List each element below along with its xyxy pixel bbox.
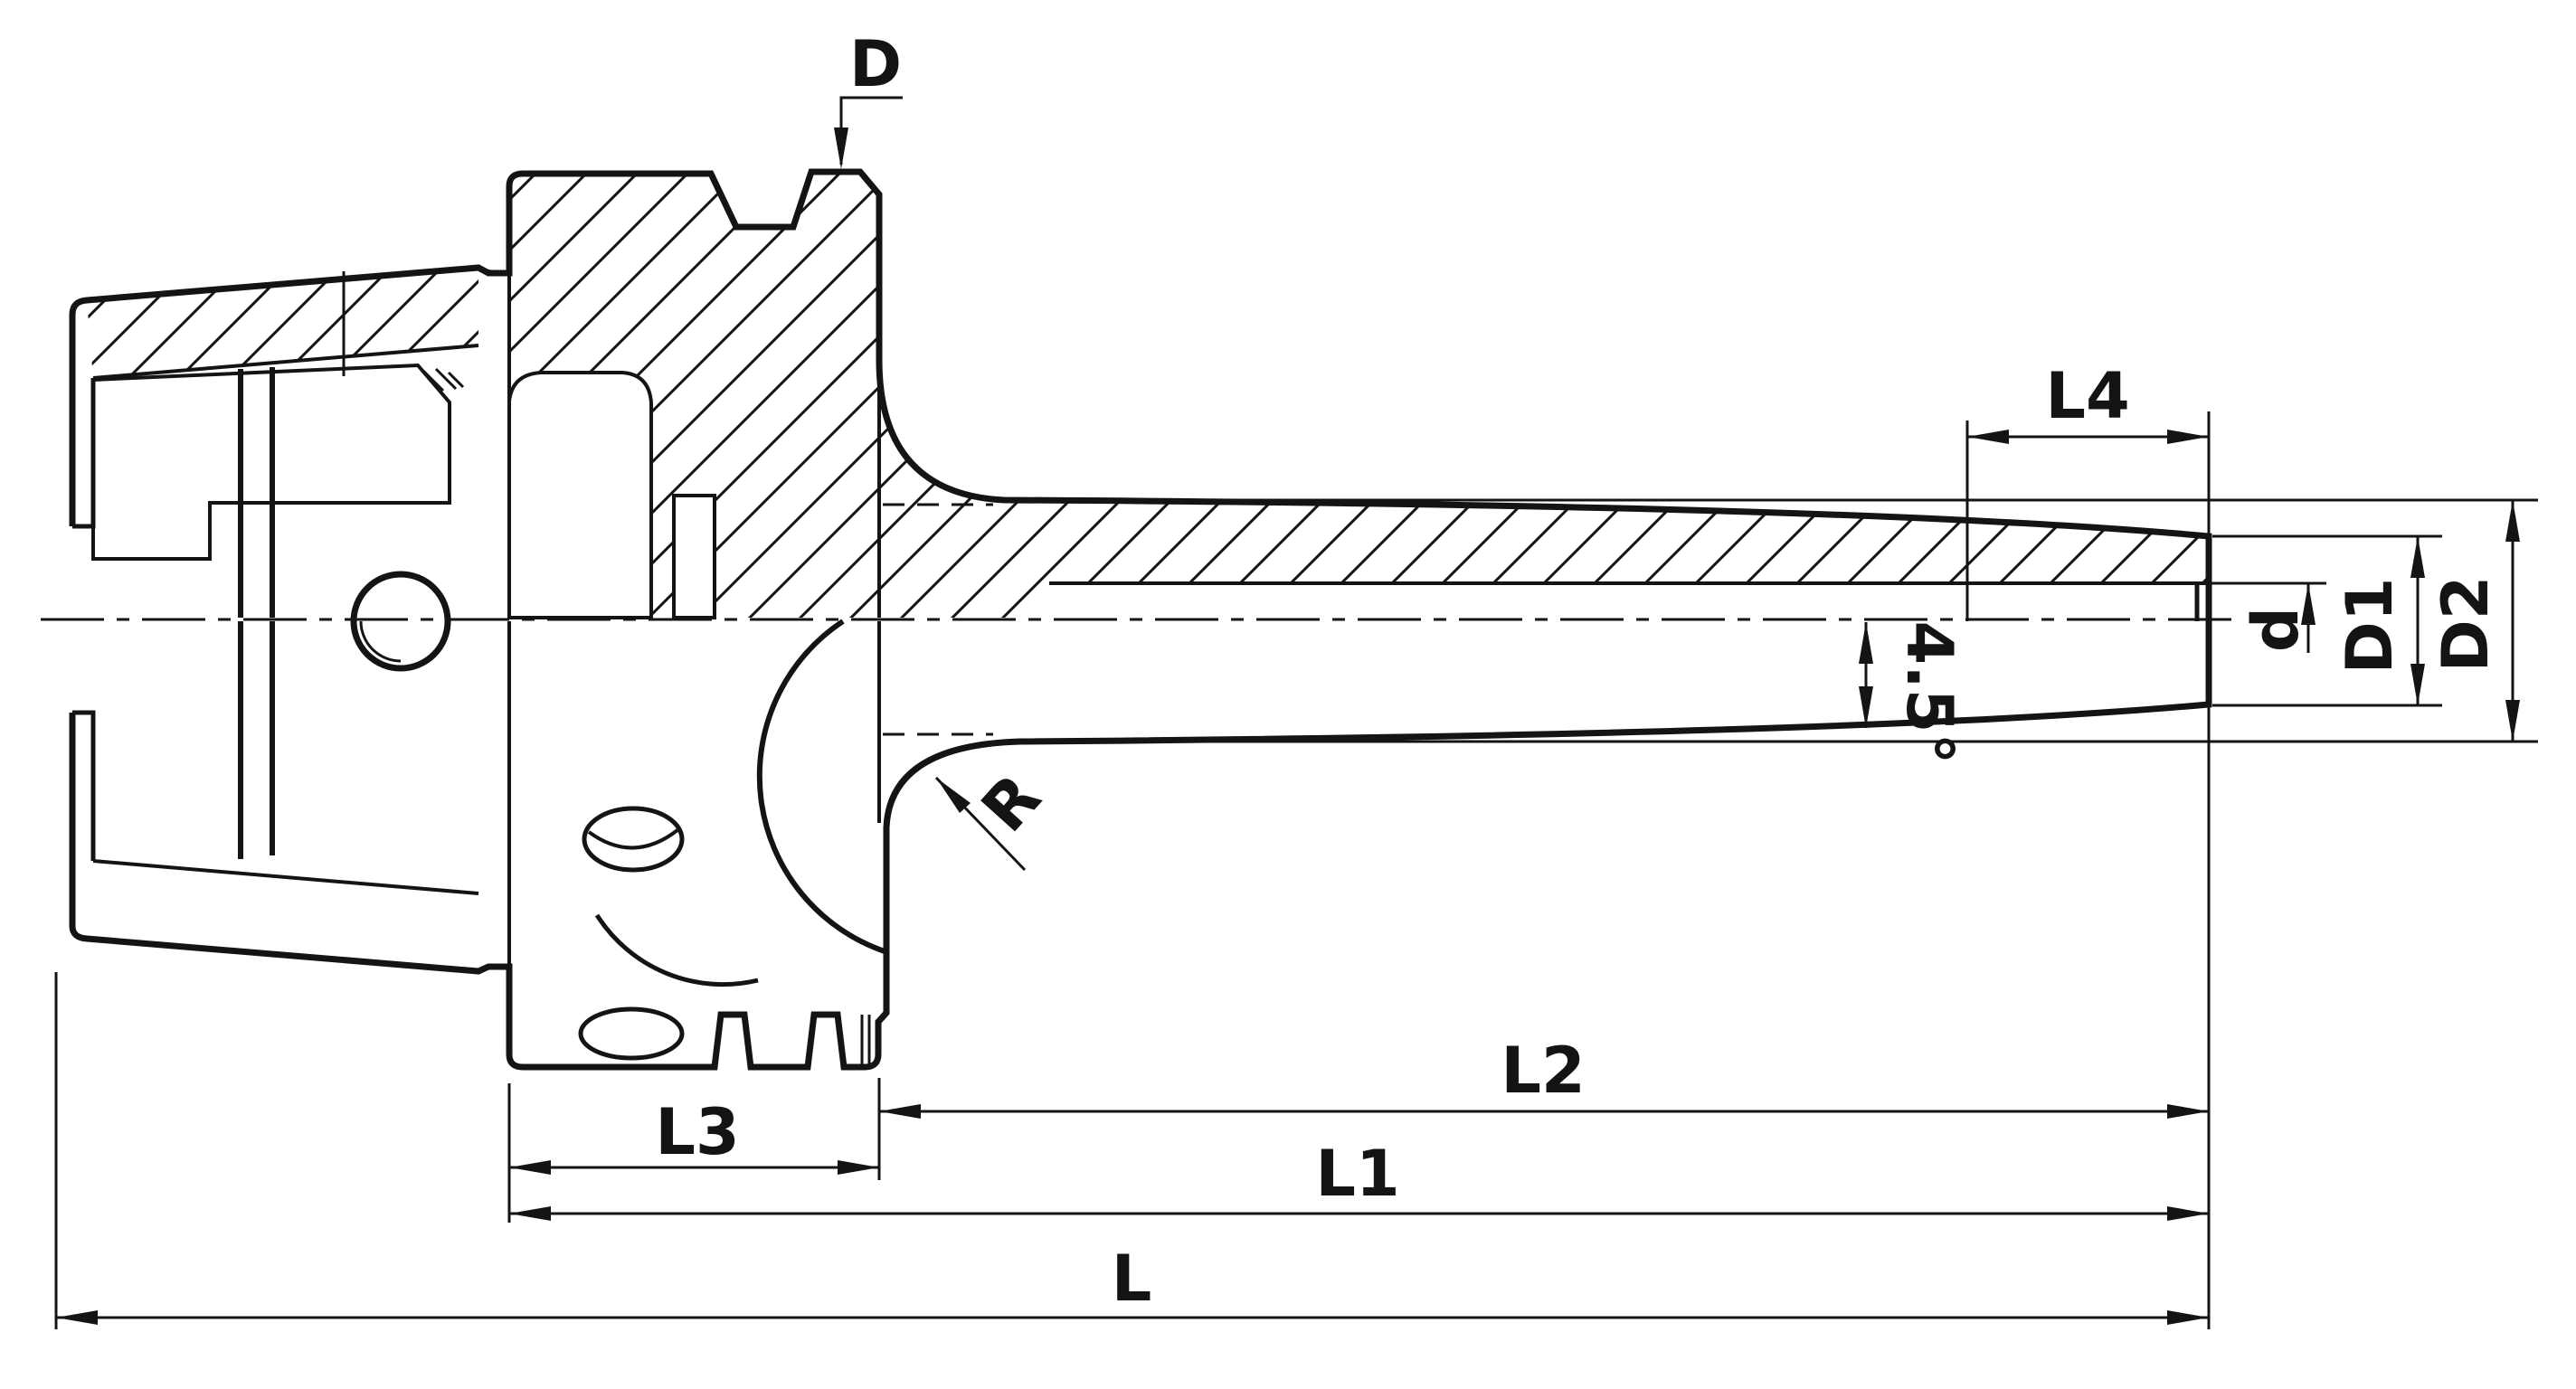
label-body-length: L1 xyxy=(1315,1137,1399,1211)
shank-bore-line-lower xyxy=(92,859,479,895)
ext-d1 xyxy=(2212,534,2442,707)
arrowheads xyxy=(56,128,2520,1325)
label-neck-radius: R xyxy=(967,761,1055,846)
shank-bore-line-upper xyxy=(92,344,479,380)
dim-d-leader xyxy=(839,96,903,165)
ext-d2 xyxy=(1004,498,2538,743)
cavity-thread-ticks xyxy=(421,367,465,392)
shank-face-step-upper xyxy=(72,378,96,529)
wrench-hole-lower xyxy=(578,1006,685,1061)
part-outline xyxy=(69,168,2212,1071)
flange-relief-window xyxy=(507,371,653,619)
ball-seat-circle xyxy=(350,571,451,672)
label-tip-diameter: D1 xyxy=(2333,578,2407,675)
nut-groove-lines xyxy=(860,1015,871,1067)
label-taper-angle: 4.5° xyxy=(1892,620,1966,764)
label-bore-diameter: d xyxy=(2239,607,2313,652)
label-taper-large-diameter: D2 xyxy=(2429,576,2503,673)
wrench-hole-upper xyxy=(582,806,685,873)
ball-seat-inner-arc xyxy=(359,620,402,663)
dimensions xyxy=(54,96,2538,1329)
label-tip-length: L4 xyxy=(2045,359,2129,433)
relief-arc xyxy=(756,619,886,954)
shank-face-step-lower xyxy=(72,710,96,861)
drive-slot-edges xyxy=(238,367,275,859)
label-flange-diameter: D xyxy=(849,27,902,101)
label-overall-length: L xyxy=(1112,1242,1152,1316)
label-holder-head-length: L3 xyxy=(655,1095,739,1169)
dimension-labels: D L4 d D1 D2 4.5° R L3 L2 L1 L xyxy=(655,27,2503,1316)
label-clamp-to-tip-length: L2 xyxy=(1501,1034,1585,1108)
flange-slot-window xyxy=(672,494,716,619)
wrench-hole-upper-arc xyxy=(587,828,679,850)
hatch-body-and-nose xyxy=(478,172,2209,618)
scallop-cut xyxy=(594,913,759,987)
